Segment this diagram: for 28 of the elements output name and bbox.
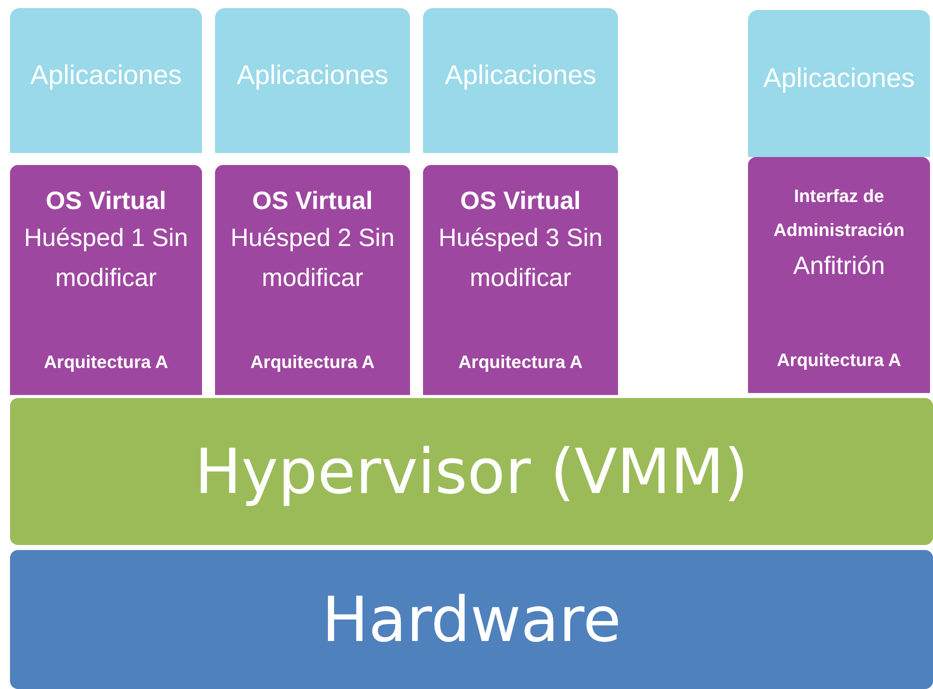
os-description: Huésped 1 Sin modificar xyxy=(22,223,189,294)
layer-label: Aplicaciones xyxy=(30,60,182,91)
host-os-box xyxy=(748,157,930,393)
architecture-label: Arquitectura A xyxy=(44,352,168,373)
os-title: OS Virtual xyxy=(46,187,166,216)
os-description: Huésped 2 Sin modificar xyxy=(229,223,396,294)
os-description: Anfitrión xyxy=(793,251,885,282)
os-description: Huésped 3 Sin modificar xyxy=(437,223,604,294)
guest-os-box xyxy=(10,165,202,395)
application-box xyxy=(423,8,618,153)
guest-os-box xyxy=(423,165,618,395)
layer-label: Aplicaciones xyxy=(236,60,388,91)
interface-title: Interfaz de Administración xyxy=(772,185,906,242)
architecture-label: Arquitectura A xyxy=(458,352,583,373)
application-box xyxy=(748,10,930,157)
layer-label: Aplicaciones xyxy=(444,60,596,91)
application-box xyxy=(215,8,410,153)
hypervisor-layer xyxy=(10,398,933,545)
layer-label: Hypervisor (VMM) xyxy=(194,435,748,508)
layer-label: Aplicaciones xyxy=(763,63,915,94)
hardware-layer xyxy=(10,550,933,689)
os-title: OS Virtual xyxy=(460,187,581,216)
architecture-label: Arquitectura A xyxy=(776,350,902,371)
guest-os-box xyxy=(215,165,410,395)
layer-label: Hardware xyxy=(322,583,622,656)
os-title: OS Virtual xyxy=(252,187,373,216)
application-box xyxy=(10,8,202,153)
architecture-label: Arquitectura A xyxy=(250,352,375,373)
